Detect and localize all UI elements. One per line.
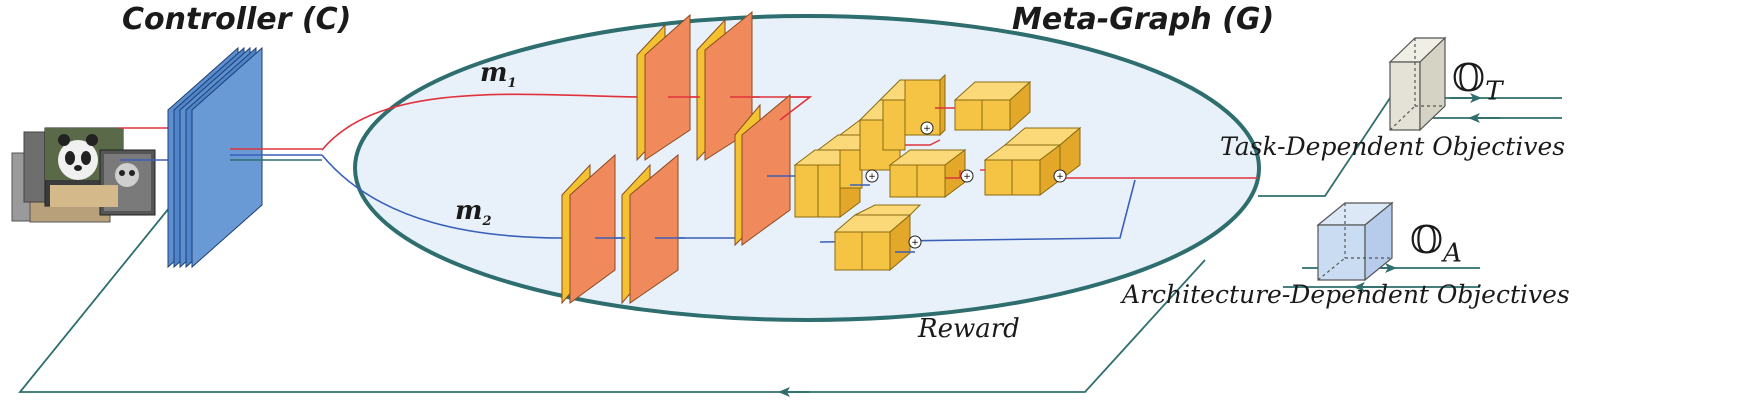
reward-label: Reward xyxy=(918,314,1020,344)
architecture-objective-caption: Architecture-Dependent Objectives xyxy=(1122,280,1570,309)
svg-text:+: + xyxy=(911,238,919,248)
plus-node-icon: + + + + + xyxy=(865,121,1067,249)
cube-connectors xyxy=(850,107,985,253)
path-m1-label: m1 xyxy=(480,58,517,92)
meta-graph-title: Meta-Graph (G) xyxy=(1012,2,1275,37)
svg-text:+: + xyxy=(868,172,876,182)
controller-title: Controller (C) xyxy=(122,2,352,37)
path-m2-label: m2 xyxy=(455,196,492,230)
task-objective-symbol: 𝕆T xyxy=(1452,56,1503,107)
svg-text:+: + xyxy=(963,172,971,182)
path-m2 xyxy=(321,154,640,239)
conv-layers xyxy=(561,10,791,305)
architecture-objective-box xyxy=(1316,201,1394,282)
architecture-objective-symbol: 𝕆A xyxy=(1410,218,1462,269)
task-objective-box xyxy=(1388,36,1447,132)
input-image-stack xyxy=(11,127,156,223)
controller-block xyxy=(167,46,263,269)
svg-text:+: + xyxy=(1056,172,1064,182)
task-objective-caption: Task-Dependent Objectives xyxy=(1220,132,1566,161)
path-m1 xyxy=(321,93,810,151)
svg-text:+: + xyxy=(923,124,931,134)
conv-connectors xyxy=(595,96,813,239)
cube-clusters xyxy=(793,73,1082,272)
